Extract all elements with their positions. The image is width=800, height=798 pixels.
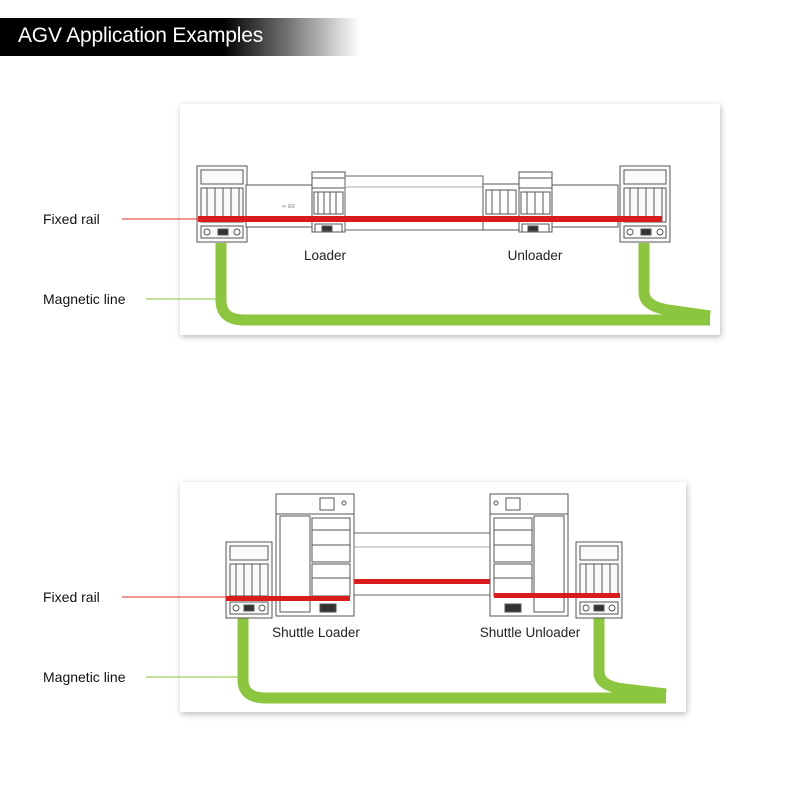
unloader-machine: [482, 171, 619, 233]
diagram-shuttle-loader-unloader: Shuttle Loader Shuttle Unloader: [122, 493, 667, 704]
page-title: AGV Application Examples: [18, 24, 263, 47]
diagram-loader-unloader: ‹‹ ≡≡: [122, 165, 711, 326]
shuttle-loader-label: Shuttle Loader: [272, 625, 360, 640]
title-bar: AGV Application Examples: [0, 18, 360, 56]
loader-machine: ‹‹ ≡≡: [245, 171, 346, 233]
unloader-label: Unloader: [508, 248, 563, 263]
fixed-rail-2-left: [226, 596, 350, 601]
loader-label: Loader: [304, 248, 347, 263]
agv-right-1: [619, 165, 671, 243]
conveyor-2: [353, 532, 491, 596]
magnetic-line-2: [237, 617, 666, 704]
svg-text:‹‹ ≡≡: ‹‹ ≡≡: [282, 204, 295, 210]
fixed-rail-2-right: [494, 593, 620, 598]
agv-left-2: [225, 541, 273, 619]
shuttle-unloader-label: Shuttle Unloader: [480, 625, 581, 640]
fixed-rail-1: [198, 216, 662, 222]
magnetic-line-2-right: [593, 617, 667, 700]
fixed-rail-label-1: Fixed rail: [43, 211, 100, 227]
magnetic-line-1: [215, 243, 710, 326]
magnetic-line-label-1: Magnetic line: [43, 291, 126, 307]
fixed-rail-label-2: Fixed rail: [43, 589, 100, 605]
agv-right-2: [575, 541, 623, 619]
magnetic-line-1-right: [638, 243, 711, 322]
magnetic-line-label-2: Magnetic line: [43, 669, 126, 685]
agv-left-1: [196, 165, 248, 243]
fixed-rail-2-middle: [354, 579, 490, 584]
